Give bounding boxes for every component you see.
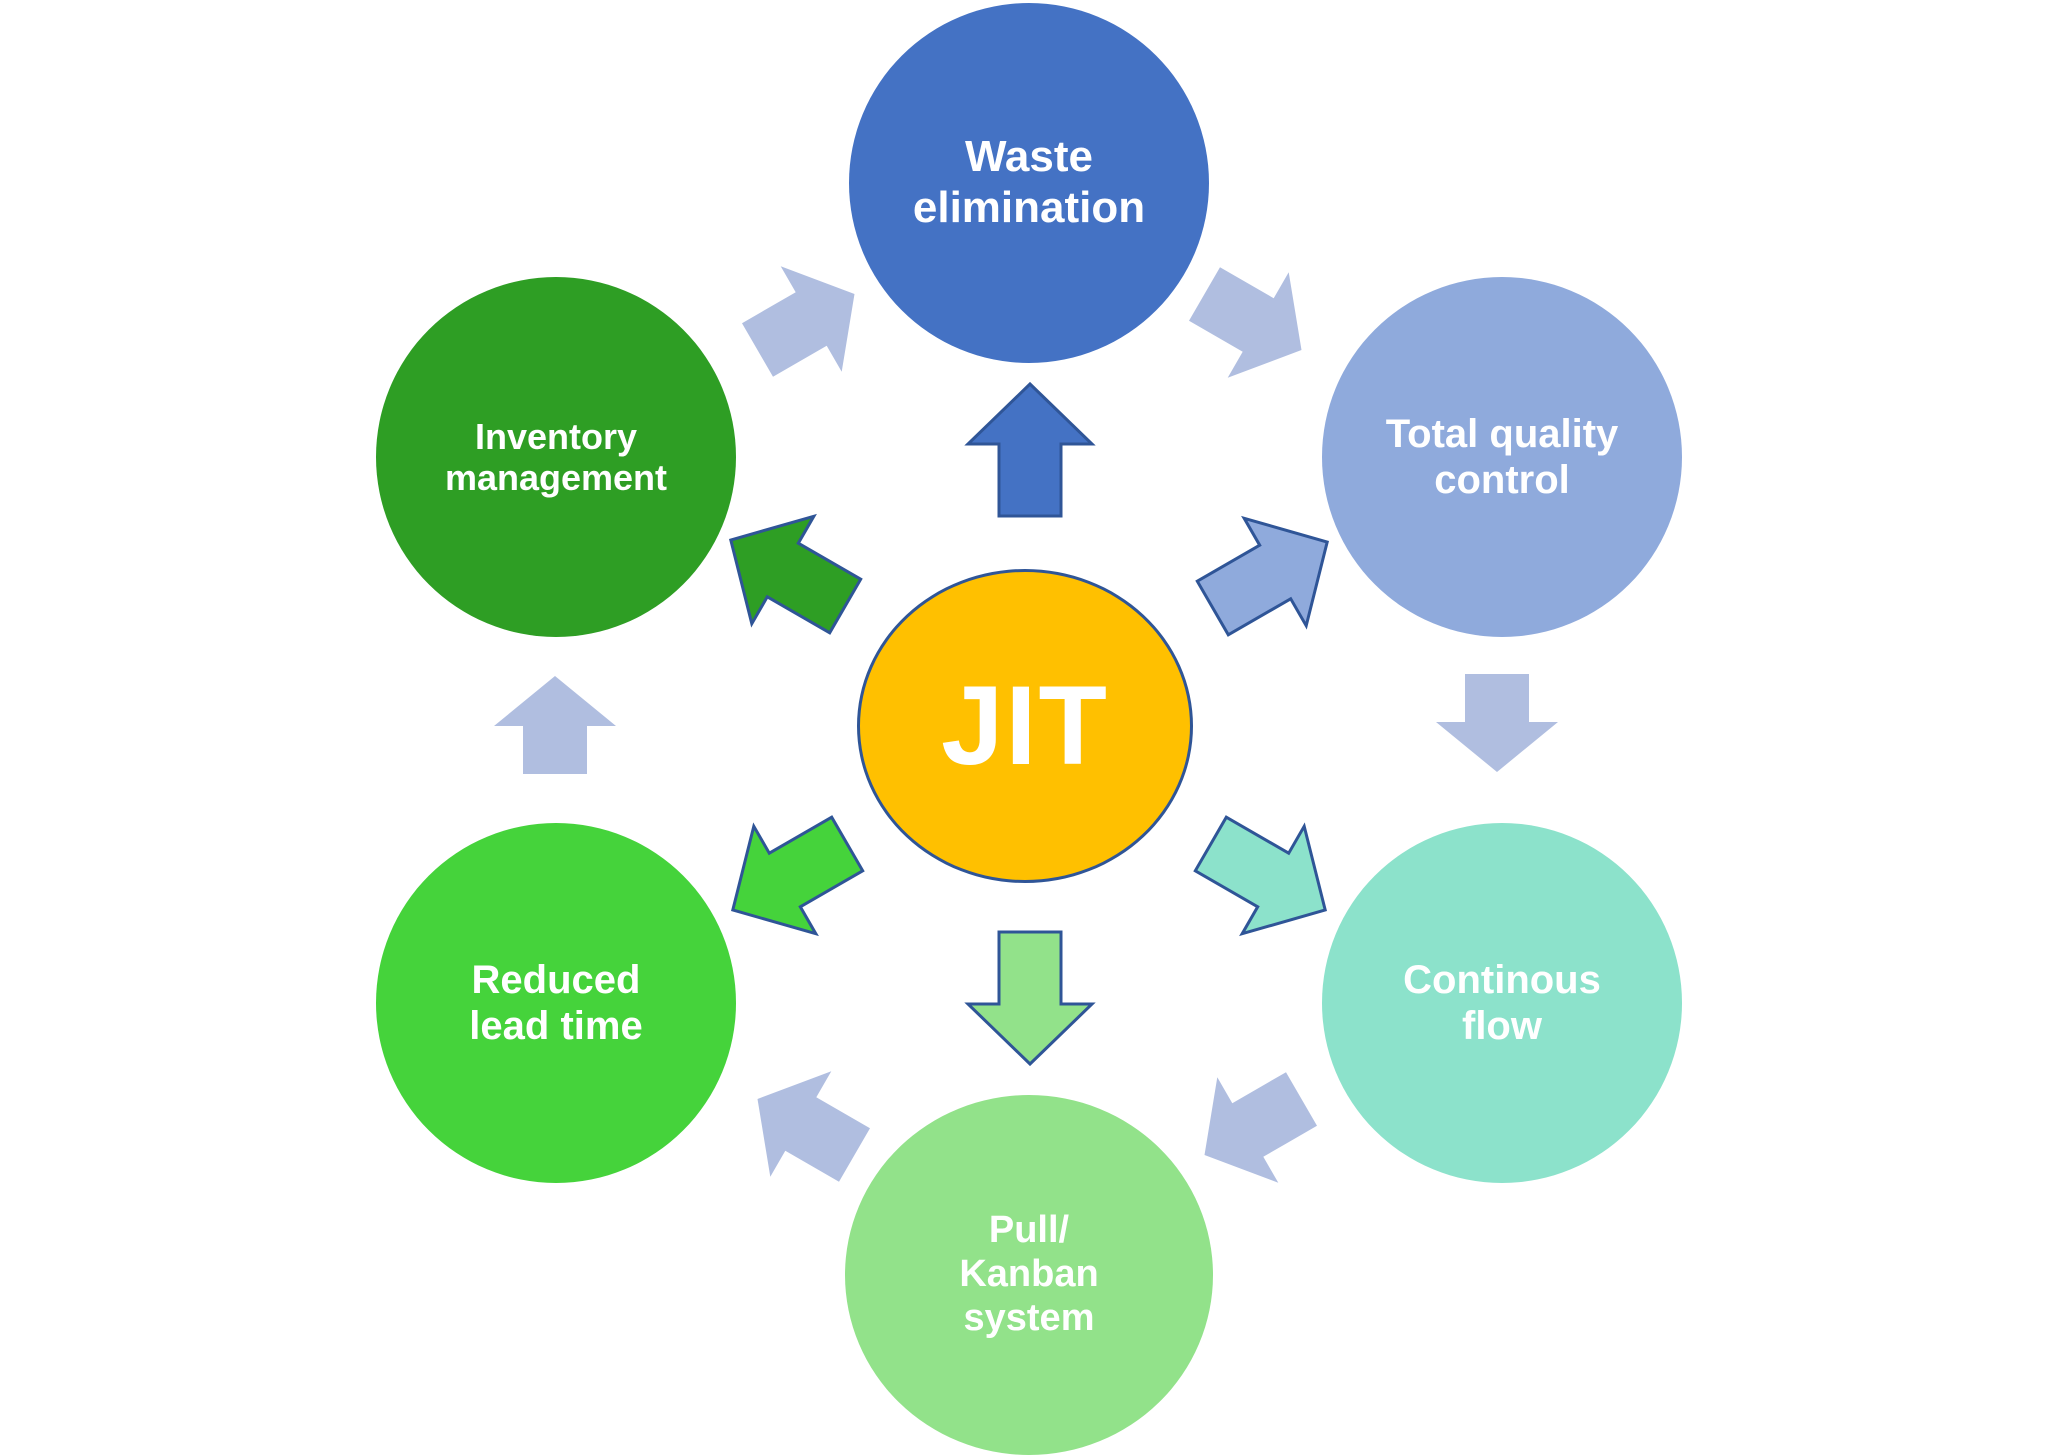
node-label: Pull/ Kanban system bbox=[959, 1209, 1099, 1339]
cycle-arrow-kanban-to-leadtime bbox=[757, 1071, 870, 1182]
node-reduced-lead-time: Reduced lead time bbox=[376, 823, 736, 1183]
node-pull-kanban-system: Pull/ Kanban system bbox=[845, 1095, 1213, 1455]
cycle-arrow-quality-to-flow bbox=[1436, 674, 1558, 772]
cycle-arrow-leadtime-to-inventory bbox=[494, 676, 616, 774]
center-node-jit: JIT bbox=[857, 569, 1193, 883]
node-label: Inventory management bbox=[444, 415, 668, 498]
spoke-arrow-to-quality bbox=[1195, 515, 1330, 637]
cycle-arrow-flow-to-kanban bbox=[1204, 1072, 1317, 1183]
node-waste-elimination: Waste elimination bbox=[849, 3, 1209, 363]
cycle-arrow-waste-to-quality bbox=[1189, 267, 1302, 378]
spoke-arrow-to-leadtime bbox=[730, 815, 865, 937]
node-label: Total quality control bbox=[1385, 412, 1619, 502]
node-label: Waste elimination bbox=[912, 132, 1146, 232]
center-label: JIT bbox=[941, 663, 1109, 788]
node-label: Reduced lead time bbox=[469, 958, 643, 1048]
node-label: Continous flow bbox=[1403, 958, 1601, 1048]
node-continuous-flow: Continous flow bbox=[1322, 823, 1682, 1183]
spoke-arrow-to-waste bbox=[964, 381, 1096, 518]
spoke-arrow-to-flow bbox=[1193, 815, 1328, 937]
cycle-arrow-inventory-to-waste bbox=[742, 266, 855, 377]
node-total-quality-control: Total quality control bbox=[1322, 277, 1682, 637]
node-inventory-management: Inventory management bbox=[376, 277, 736, 637]
spoke-arrow-to-kanban bbox=[964, 930, 1096, 1067]
spoke-arrow-to-inventory bbox=[728, 513, 863, 635]
